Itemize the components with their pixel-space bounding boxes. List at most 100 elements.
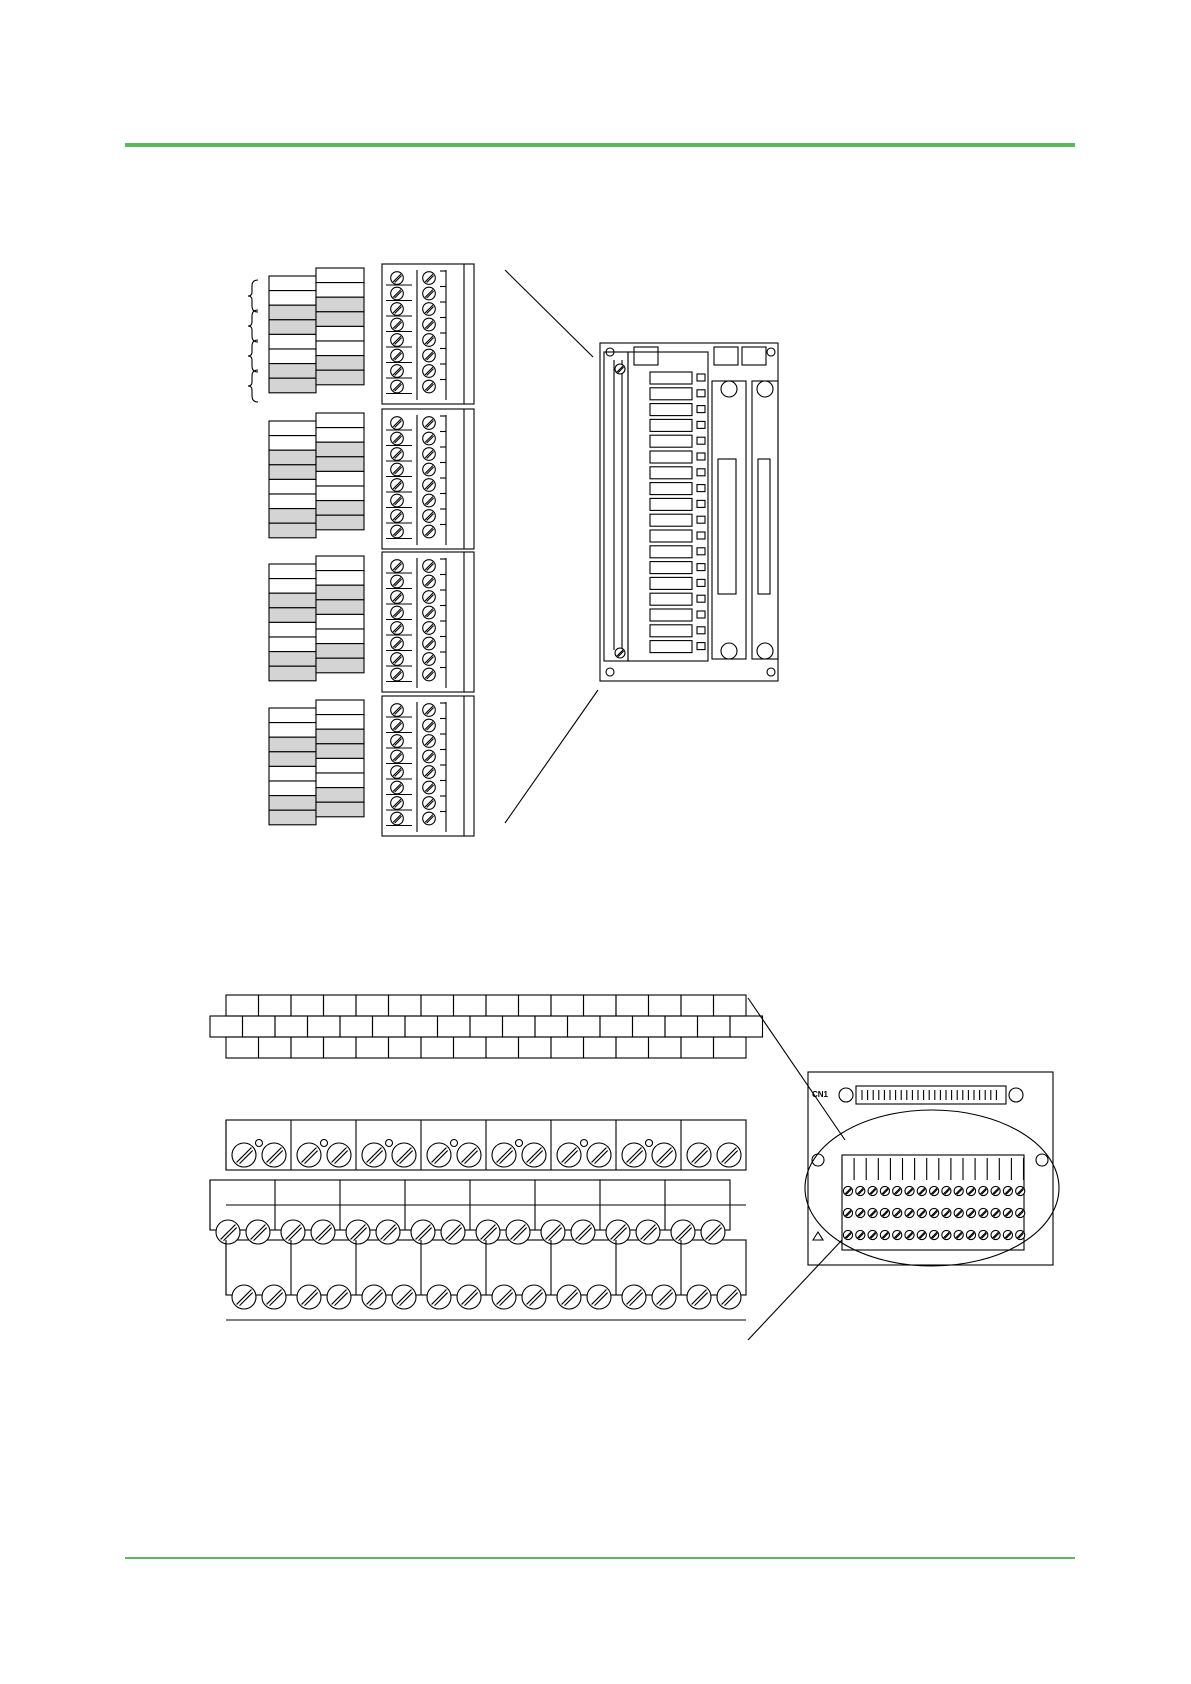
terminal-label-cell bbox=[649, 995, 682, 1016]
module-slot bbox=[650, 593, 692, 605]
terminal-label-cell bbox=[316, 341, 364, 356]
terminal-label-cell bbox=[308, 1016, 341, 1037]
terminal-label-cell bbox=[421, 1037, 454, 1058]
terminal-label-cell bbox=[551, 1037, 584, 1058]
terminal-label-cell bbox=[681, 995, 714, 1016]
terminal-label-cell bbox=[438, 1016, 471, 1037]
terminal-label-cell bbox=[269, 608, 316, 623]
terminal-label-cell bbox=[269, 421, 316, 436]
terminal-label-cell bbox=[551, 995, 584, 1016]
slot-indicator bbox=[697, 500, 705, 507]
terminal-label-cell bbox=[324, 995, 357, 1016]
terminal-label-cell bbox=[633, 1016, 666, 1037]
terminal-label-cell bbox=[316, 744, 364, 759]
terminal-label-cell bbox=[389, 995, 422, 1016]
terminal-label-cell bbox=[269, 564, 316, 579]
terminal-label-cell bbox=[226, 1037, 259, 1058]
terminal-label-cell bbox=[316, 326, 364, 341]
card-slot bbox=[712, 381, 746, 659]
terminal-label-cell bbox=[681, 1037, 714, 1058]
top-connector bbox=[742, 347, 766, 365]
terminal-label-cell bbox=[316, 471, 364, 486]
led-icon bbox=[386, 1140, 393, 1147]
mount-hole-icon bbox=[1036, 1154, 1048, 1166]
terminal-label-cell bbox=[373, 1016, 406, 1037]
terminal-label-cell bbox=[269, 320, 316, 335]
terminal-label-cell bbox=[324, 1037, 357, 1058]
terminal-label-cell bbox=[503, 1016, 536, 1037]
terminal-label-cell bbox=[269, 766, 316, 781]
led-icon bbox=[581, 1140, 588, 1147]
terminal-label-cell bbox=[269, 737, 316, 752]
module-slot bbox=[650, 530, 692, 542]
terminal-label-cell bbox=[275, 1016, 308, 1037]
brace bbox=[248, 310, 258, 342]
module-left-rail bbox=[604, 352, 628, 661]
terminal-label-cell bbox=[519, 995, 552, 1016]
terminal-label-cell bbox=[535, 1016, 568, 1037]
slot-indicator bbox=[697, 406, 705, 413]
terminal-label-cell bbox=[210, 1016, 243, 1037]
top-connector bbox=[634, 347, 658, 365]
terminal-label-cell bbox=[269, 276, 316, 291]
terminal-label-cell bbox=[269, 291, 316, 306]
led-icon bbox=[256, 1140, 263, 1147]
module-slot bbox=[650, 514, 692, 526]
slot-indicator bbox=[697, 437, 705, 444]
terminal-label-cell bbox=[454, 1037, 487, 1058]
card-latch bbox=[757, 643, 773, 659]
terminal-label-cell bbox=[259, 1037, 292, 1058]
terminal-label-cell bbox=[269, 796, 316, 811]
terminal-label-cell bbox=[316, 614, 364, 629]
terminal-label-cell bbox=[316, 571, 364, 586]
terminal-block bbox=[269, 552, 474, 692]
slot-indicator bbox=[697, 564, 705, 571]
terminal-label-cell bbox=[316, 700, 364, 715]
terminal-label-cell bbox=[269, 364, 316, 379]
terminal-label-cell bbox=[259, 995, 292, 1016]
terminal-label-cell bbox=[243, 1016, 276, 1037]
terminal-block bbox=[269, 696, 474, 836]
terminal-label-cell bbox=[470, 1016, 503, 1037]
slot-indicator bbox=[697, 611, 705, 618]
terminal-label-cell bbox=[316, 297, 364, 312]
terminal-label-cell bbox=[316, 515, 364, 530]
terminal-label-cell bbox=[584, 1037, 617, 1058]
terminal-label-cell bbox=[649, 1037, 682, 1058]
card-slot bbox=[752, 381, 778, 659]
terminal-label-cell bbox=[316, 356, 364, 371]
terminal-label-cell bbox=[291, 995, 324, 1016]
terminal-label-cell bbox=[568, 1016, 601, 1037]
module-slot bbox=[650, 625, 692, 637]
module-slot bbox=[650, 404, 692, 416]
led-icon bbox=[321, 1140, 328, 1147]
terminal-label-cell bbox=[519, 1037, 552, 1058]
terminal-label-cell bbox=[316, 413, 364, 428]
terminal-label-cell bbox=[316, 729, 364, 744]
module-slot bbox=[650, 451, 692, 463]
module-body bbox=[600, 343, 778, 681]
terminal-label-cell bbox=[421, 995, 454, 1016]
slot-indicator bbox=[697, 374, 705, 381]
slot-indicator bbox=[697, 516, 705, 523]
terminal-label-cell bbox=[316, 428, 364, 443]
terminal-label-cell bbox=[316, 501, 364, 516]
io-module-front-view bbox=[600, 343, 778, 681]
terminal-label-cell bbox=[486, 995, 519, 1016]
slot-indicator bbox=[697, 453, 705, 460]
module-slot bbox=[650, 388, 692, 400]
module-slot bbox=[650, 609, 692, 621]
terminal-label-cell bbox=[269, 334, 316, 349]
terminal-label-cell bbox=[405, 1016, 438, 1037]
terminal-label-cell bbox=[316, 442, 364, 457]
terminal-label-cell bbox=[316, 312, 364, 327]
top-connector bbox=[714, 347, 738, 365]
terminal-strip-detail bbox=[210, 995, 845, 1340]
card-connector bbox=[718, 459, 736, 594]
terminal-label-cell bbox=[269, 708, 316, 723]
terminal-label-cell bbox=[269, 637, 316, 652]
mount-hole-icon bbox=[606, 668, 614, 676]
module-slot bbox=[650, 577, 692, 589]
terminal-label-cell bbox=[340, 1016, 373, 1037]
slot-indicator bbox=[697, 548, 705, 555]
